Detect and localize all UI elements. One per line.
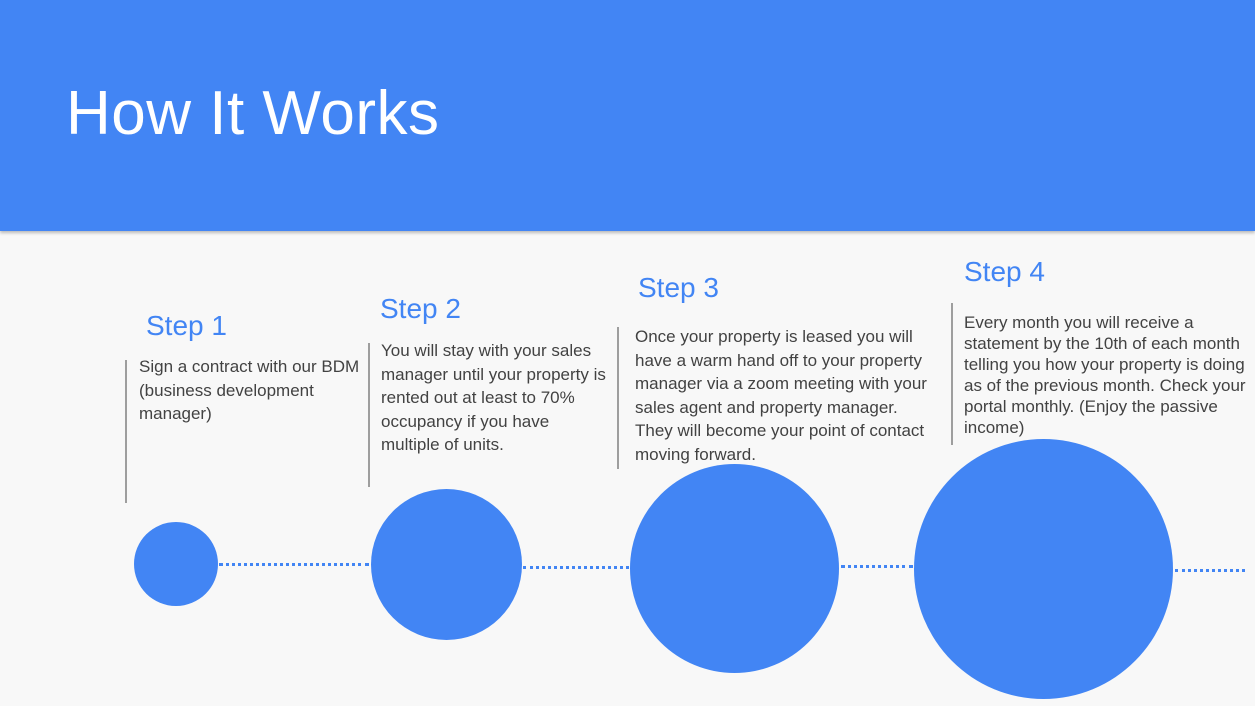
page-title: How It Works (66, 79, 440, 148)
step-1-divider (125, 360, 127, 503)
step-2-circle (371, 489, 522, 640)
step-3-description: Once your property is leased you will ha… (635, 327, 927, 464)
step-3-divider (617, 327, 619, 469)
step-4-circle (914, 439, 1173, 699)
step-2-description: You will stay with your sales manager un… (381, 341, 606, 454)
connector-1-2 (219, 563, 369, 566)
step-3-circle (630, 464, 839, 673)
step-1-description: Sign a contract with our BDM (business d… (139, 357, 360, 423)
step-2-title: Step 2 (380, 293, 461, 324)
title-banner: How It Works (0, 0, 1255, 231)
step-4-title: Step 4 (964, 256, 1045, 287)
step-4-divider (951, 303, 953, 445)
step-1-circle (134, 522, 218, 606)
connector-3-4 (841, 565, 913, 568)
connector-2-3 (523, 566, 629, 569)
connector-4-end (1175, 569, 1245, 572)
step-3-title: Step 3 (638, 272, 719, 303)
step-2-divider (368, 343, 370, 487)
step-1-title: Step 1 (146, 310, 227, 341)
step-4-description: Every month you will receive a statement… (964, 313, 1246, 437)
